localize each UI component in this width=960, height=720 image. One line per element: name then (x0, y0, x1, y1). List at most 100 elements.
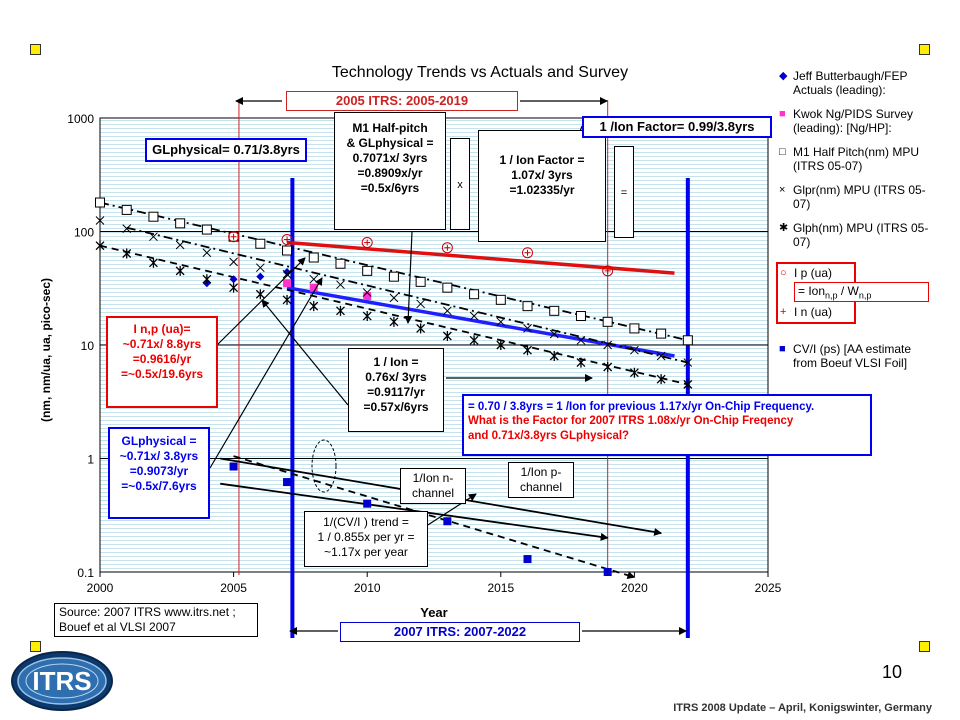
data-point (122, 224, 132, 233)
ion-factor-line: =1.02335/yr (509, 183, 575, 197)
legend-item: × Glpr(nm) MPU (ITRS 05-07) (779, 183, 929, 211)
data-point (175, 265, 185, 276)
data-point (469, 311, 479, 321)
trendline (220, 482, 609, 541)
legend-label: Glpr(nm) MPU (ITRS 05-07) (793, 183, 926, 211)
data-point (683, 358, 693, 367)
corner-marker-bottom-left (30, 641, 41, 652)
data-point (361, 237, 373, 248)
x-axis-label: Year (420, 605, 447, 620)
data-point (229, 282, 239, 293)
inv-ion-line: =0.57x/6yrs (363, 400, 429, 414)
data-point (309, 283, 318, 292)
data-point (175, 218, 186, 229)
legend-label: Glph(nm) MPU (ITRS 05-07) (793, 221, 929, 249)
x-tick-label: 2000 (87, 581, 114, 595)
footer-text: ITRS 2008 Update – April, Konigswinter, … (673, 702, 932, 714)
legend-item: + I n (ua) (780, 305, 832, 319)
inverse-ion-box: 1 / Ion = 0.76x/ 3yrs =0.9117/yr =0.57x/… (348, 348, 444, 432)
trendline (99, 244, 689, 386)
data-point (255, 263, 265, 273)
data-point (388, 271, 399, 282)
data-point (523, 555, 532, 564)
data-point (336, 305, 345, 316)
cvi-line: ~1.17x per year (324, 545, 408, 559)
data-point (95, 197, 105, 208)
data-point (229, 257, 238, 267)
trendline (99, 201, 689, 342)
m1-box-line: M1 Half-pitch (352, 121, 428, 135)
y-tick-label: 1000 (67, 112, 94, 126)
ion-p-line: channel (519, 480, 563, 494)
m1-box-line: 0.7071x/ 3yrs (352, 151, 428, 165)
page-number: 10 (882, 662, 903, 682)
inv-ion-line: 0.76x/ 3yrs (365, 370, 427, 384)
m1-halfpitch-box: M1 Half-pitch & GLphysical = 0.7071x/ 3y… (334, 112, 446, 230)
legend-label: Kwok Ng/PIDS Survey (leading): [Ng/HP]: (793, 107, 914, 135)
gl-box-line: =~0.5x/7.6yrs (121, 479, 197, 493)
data-point (149, 232, 158, 242)
itrs-2005-label: 2005 ITRS: 2005-2019 (286, 91, 518, 111)
equals-symbol-box: = (614, 146, 634, 238)
data-point (256, 272, 265, 281)
gl-box-line: GLphysical = (121, 434, 197, 448)
ion-n-channel-label: 1/Ion n- channel (400, 468, 466, 504)
ion-factor-line: 1.07x/ 3yrs (511, 168, 573, 182)
cvi-trend-box: 1/(CV/I ) trend = 1 / 0.855x per yr = ~1… (304, 511, 428, 567)
m1-box-line: =0.8909x/yr (357, 166, 423, 180)
data-point (283, 478, 292, 487)
data-point (549, 305, 560, 316)
in-p-current-box: I n,p (ua)= ~0.71x/ 8.8yrs =0.9616/yr =~… (106, 316, 218, 408)
m1-box-pointer-arrow (404, 231, 413, 324)
data-point (630, 345, 639, 355)
legend-item: ✱ Glph(nm) MPU (ITRS 05-07) (779, 221, 929, 249)
glphysical-top-box: GLphysical= 0.71/3.8yrs (145, 138, 307, 162)
formula-text: / W (837, 284, 859, 298)
data-point (442, 282, 453, 293)
ion-factor-box: 1 / Ion Factor = 1.07x/ 3yrs =1.02335/yr (478, 130, 606, 242)
times-symbol-box: x (450, 138, 470, 230)
data-point (148, 211, 159, 222)
legend-label: Jeff Butterbaugh/FEP Actuals (leading): (793, 69, 908, 97)
data-point (389, 316, 399, 327)
in-box-pointer-arrow (211, 257, 306, 351)
legend: ◆ Jeff Butterbaugh/FEP Actuals (leading)… (779, 69, 929, 254)
in-box-line: =~0.5x/19.6yrs (120, 367, 204, 381)
question-box: = 0.70 / 3.8yrs = 1 /Ion for previous 1.… (462, 394, 872, 456)
data-point (523, 345, 532, 356)
legend-label: I n (ua) (794, 305, 833, 319)
data-point (443, 517, 452, 526)
data-point (362, 311, 372, 322)
itrs-logo-graphic: ITRS (11, 651, 113, 711)
data-point (522, 301, 533, 312)
data-point (603, 568, 612, 576)
data-point (229, 275, 238, 284)
question-line: and 0.71x/3.8yrs GLphysical? (468, 429, 630, 442)
x-tick-label: 2020 (621, 581, 648, 595)
data-point (202, 248, 212, 258)
ion-n-line: 1/Ion n- (412, 471, 454, 485)
y-tick-label: 10 (81, 339, 95, 353)
data-point (602, 316, 613, 327)
legend-item: ■ Kwok Ng/PIDS Survey (leading): [Ng/HP]… (779, 107, 929, 135)
data-point (443, 306, 452, 316)
data-point (575, 311, 586, 322)
data-point (282, 294, 292, 305)
data-point (121, 204, 132, 215)
data-point (549, 329, 559, 339)
cvi-line: 1 / 0.855x per yr = (317, 530, 415, 544)
source-line: Bouef et al VLSI 2007 (59, 620, 176, 634)
in-box-line: =0.9616/yr (132, 352, 192, 366)
data-point (201, 224, 212, 235)
trendline (233, 455, 636, 579)
x-tick-label: 2010 (354, 581, 381, 595)
itrs-logo: ITRS (10, 650, 114, 712)
data-point (282, 245, 293, 256)
data-point (95, 240, 105, 251)
data-point (496, 317, 506, 327)
y-tick-label: 0.1 (77, 566, 94, 580)
data-point (362, 265, 373, 276)
trendline (126, 226, 689, 364)
data-point (603, 361, 613, 372)
